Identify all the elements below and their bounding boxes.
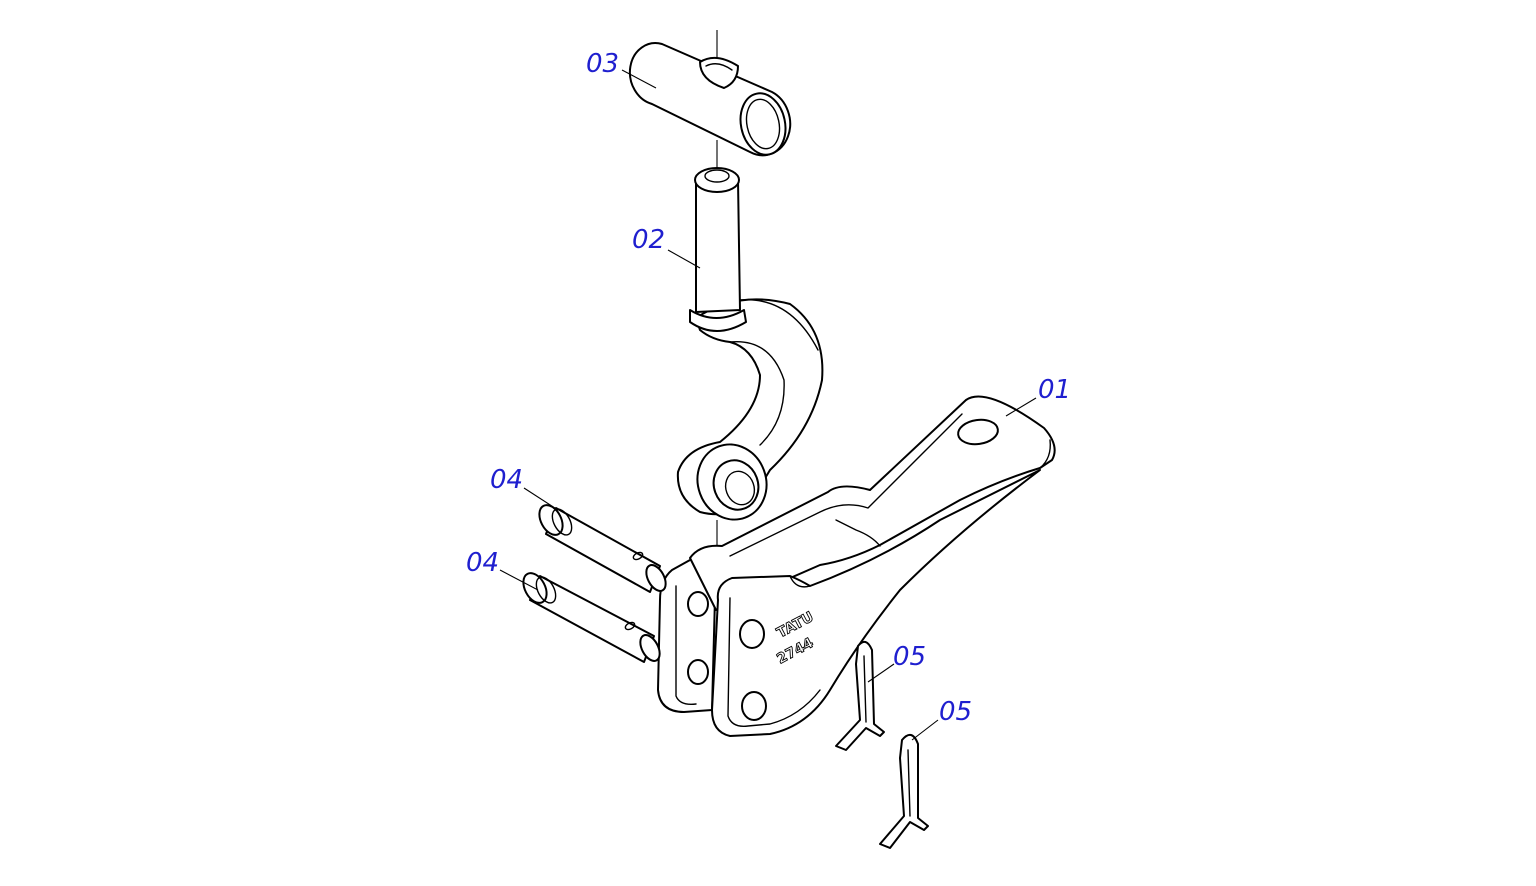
callout-04-upper: 04 xyxy=(490,465,523,495)
callout-05-lower: 05 xyxy=(939,697,972,727)
callout-02: 02 xyxy=(632,225,665,255)
part-05-cotter-pin-upper xyxy=(835,640,885,751)
part-04-pin-upper xyxy=(538,504,667,593)
callout-labels: 03 02 01 04 04 05 05 xyxy=(466,49,1071,727)
callout-05-upper: 05 xyxy=(893,642,926,672)
part-05-cotter-pin-lower xyxy=(879,733,929,849)
part-01-main-bracket: TATU 2744 xyxy=(657,395,1056,737)
callout-03: 03 xyxy=(586,49,619,79)
leader-lines xyxy=(499,69,1037,741)
part-02-hook-arm xyxy=(676,167,824,521)
part-03-cross-tube xyxy=(628,42,792,157)
callout-01: 01 xyxy=(1038,375,1071,405)
callout-04-lower: 04 xyxy=(466,548,499,578)
